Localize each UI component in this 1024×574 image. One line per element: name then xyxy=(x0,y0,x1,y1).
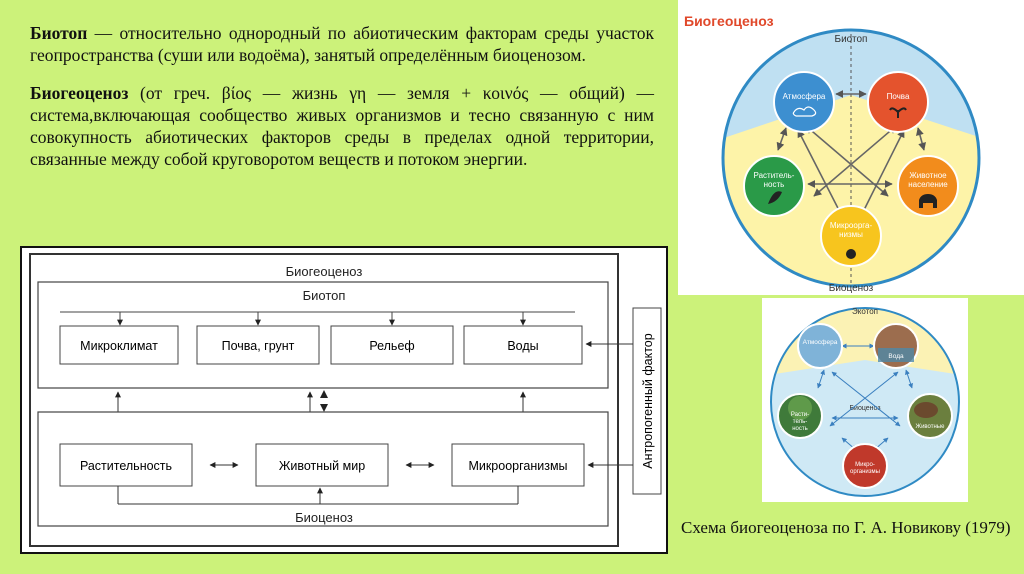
anthropogenic-box xyxy=(632,307,662,495)
block-diagram: Биогеоценоз Биотоп Микроклимат Почва, гр… xyxy=(20,246,668,554)
abiotic-label: Почва, грунт xyxy=(222,339,295,353)
anthropogenic-label: Антропогенный фактор xyxy=(641,333,655,468)
biotope-term: Биотоп xyxy=(30,23,88,43)
circle-title: Биогеоценоз xyxy=(684,13,774,29)
abiotic-box xyxy=(59,325,179,365)
definitions-text: Биотоп — относительно однородный по абио… xyxy=(30,22,654,186)
novikov-links xyxy=(817,343,913,451)
node-label: Атмосфера xyxy=(783,92,826,101)
abiotic-label: Рельеф xyxy=(369,339,414,353)
biogeocenosis-circle-diagram: Биогеоценоз Биотоп Биоценоз Атмосфера По… xyxy=(684,13,981,294)
microbe-icon xyxy=(846,249,856,259)
abiotic-boxes: Микроклимат Почва, грунт Рельеф Воды xyxy=(59,312,583,365)
biogeocenosis-term: Биогеоценоз xyxy=(30,83,129,103)
novikov-top-label: Экотоп xyxy=(852,307,878,316)
node-label: Почва xyxy=(887,92,910,101)
links xyxy=(776,90,926,219)
circle-bottom-label: Биоценоз xyxy=(829,283,874,294)
abiotic-box xyxy=(330,325,454,365)
novikov-node-plants: Расти-тель-ность xyxy=(777,393,823,439)
node-plants: Раститель-ность xyxy=(743,155,805,217)
abiotic-label: Микроклимат xyxy=(80,339,158,353)
biotope-label: Биотоп xyxy=(303,288,346,303)
novikov-center-label: Биоценоз xyxy=(849,405,880,412)
circle-top-label: Биотоп xyxy=(835,34,868,45)
biocenosis-label: Биоценоз xyxy=(295,510,353,525)
diagram-caption: Схема биогеоценоза по Г. А. Новикову (19… xyxy=(681,518,1011,537)
novikov-node-animals: Животные xyxy=(907,393,953,439)
novikov-node-label: Расти-тель-ность xyxy=(791,412,809,432)
biotope-text: — относительно однородный по абиотически… xyxy=(30,23,654,65)
outer-ring xyxy=(721,28,981,288)
gorilla-icon xyxy=(919,194,937,208)
cloud-icon xyxy=(792,106,817,117)
node-microbes: Микроорга-низмы xyxy=(820,205,882,267)
leaf-icon xyxy=(768,191,782,204)
biogeocenosis-label: Биогеоценоз xyxy=(286,264,363,279)
node-atmosphere: Атмосфера xyxy=(773,71,835,133)
novikov-node-label: Животные xyxy=(916,424,946,430)
sprout-icon xyxy=(889,107,907,118)
novikov-node-label: Вода xyxy=(888,353,904,360)
novikov-node-microbes: Микро-организмы xyxy=(842,443,888,489)
abiotic-label: Воды xyxy=(507,339,538,353)
node-label: Микроорга-низмы xyxy=(830,221,873,239)
biotic-label: Растительность xyxy=(80,459,172,473)
biotic-label: Животный мир xyxy=(279,459,365,473)
biotic-box xyxy=(255,443,389,487)
novikov-ring xyxy=(770,307,960,497)
novikov-node-label: Микро-организмы xyxy=(850,462,880,475)
biotic-boxes: Растительность Животный мир Микроорганиз… xyxy=(59,443,585,505)
node-label: Раститель-ность xyxy=(754,171,795,189)
biotope-definition: Биотоп — относительно однородный по абио… xyxy=(30,22,654,66)
biogeocenosis-text: (от греч. βίος — жизнь γη — земля + κοιν… xyxy=(30,83,654,169)
novikov-node-label: Атмосфера xyxy=(803,339,838,346)
exchange-arrows xyxy=(320,390,328,412)
novikov-node-atmosphere: Атмосфера xyxy=(797,323,843,369)
node-soil: Почва xyxy=(867,71,929,133)
novikov-diagram: Экотоп Биоценоз Атмосфера Вода Расти-тел… xyxy=(762,298,968,502)
biotic-label: Микроорганизмы xyxy=(468,459,567,473)
biogeocenosis-definition: Биогеоценоз (от греч. βίος — жизнь γη — … xyxy=(30,82,654,170)
abiotic-box xyxy=(463,325,583,365)
abiotic-box xyxy=(196,325,320,365)
novikov-node-water: Вода xyxy=(873,323,919,369)
biotic-box xyxy=(451,443,585,487)
biotic-box xyxy=(59,443,193,487)
